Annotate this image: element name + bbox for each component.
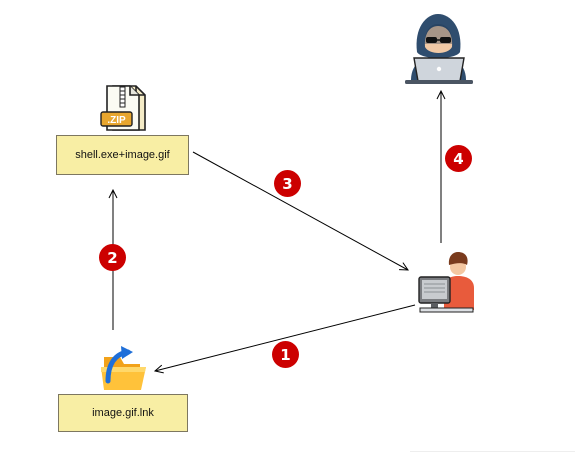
shortcut-file-label: image.gif.lnk <box>92 407 154 419</box>
zip-label-box: shell.exe+image.gif <box>56 135 189 175</box>
step-1-badge: 1 <box>272 341 299 368</box>
shortcut-label-box: image.gif.lnk <box>58 394 188 432</box>
step-4-number: 4 <box>453 149 464 168</box>
shortcut-folder-icon <box>101 346 146 390</box>
zip-file-icon: .ZIP <box>100 85 146 131</box>
step-1-number: 1 <box>280 345 291 364</box>
step-2-number: 2 <box>107 248 118 267</box>
arrow-step-3 <box>192 151 408 270</box>
step-3-badge: 3 <box>274 170 301 197</box>
zip-icon-text: .ZIP <box>107 115 126 126</box>
user-at-computer-icon <box>418 252 474 313</box>
step-2-badge: 2 <box>99 244 126 271</box>
bottom-divider <box>410 451 575 452</box>
step-3-number: 3 <box>282 174 293 193</box>
step-4-badge: 4 <box>445 145 472 172</box>
hacker-laptop-icon <box>405 14 473 84</box>
arrow-step-1 <box>155 304 416 371</box>
zip-archive-label: shell.exe+image.gif <box>75 149 170 161</box>
